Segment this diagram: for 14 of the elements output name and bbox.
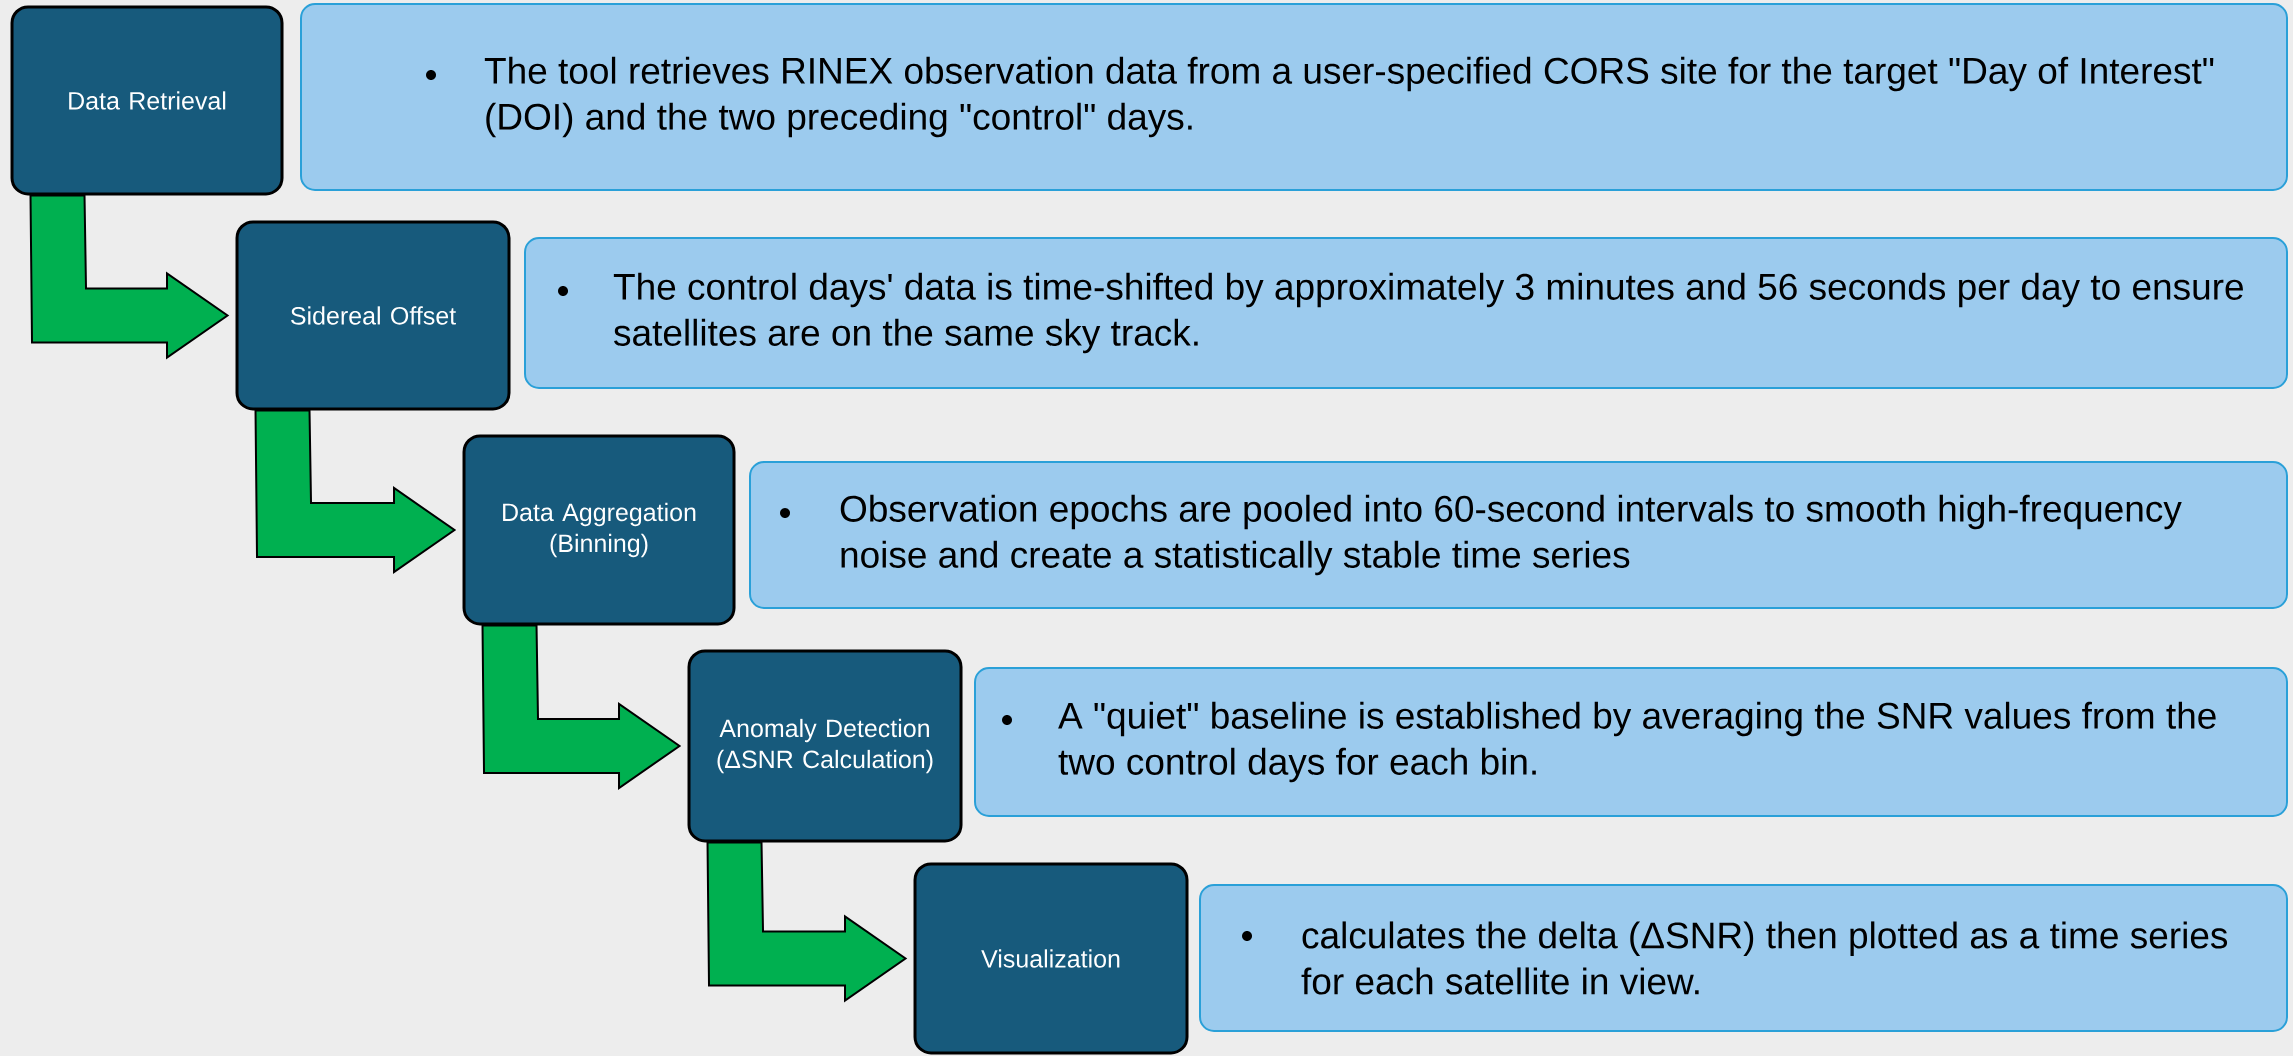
bent-arrow	[706, 841, 908, 1003]
description-box: A "quiet" baseline is established by averaging the SNR values from the two control days for each bin.	[974, 667, 2288, 817]
description-box: The control days' data is time-shifted by approximately 3 minutes and 56 seconds per day to ensure satellites are on the same sky track.	[524, 237, 2288, 389]
process-box: Anomaly Detection (ΔSNR Calculation)	[687, 649, 963, 843]
process-box: Sidereal Offset	[235, 220, 511, 411]
bent-arrow	[481, 624, 682, 790]
bent-arrow	[254, 409, 457, 574]
description-box: Observation epochs are pooled into 60-second intervals to smooth high-frequency noise and create a statistically stable time series	[749, 461, 2288, 609]
description-box: calculates the delta (ΔSNR) then plotted as a time series for each satellite in view.	[1199, 884, 2288, 1032]
bent-arrow	[29, 194, 230, 360]
process-box: Data Retrieval	[10, 5, 284, 196]
process-box: Data Aggregation (Binning)	[462, 434, 736, 626]
process-box: Visualization	[913, 862, 1189, 1055]
description-box: The tool retrieves RINEX observation data from a user-specified CORS site for the target "Day of Interest" (DOI) and the two preceding "control" days.	[300, 3, 2288, 191]
